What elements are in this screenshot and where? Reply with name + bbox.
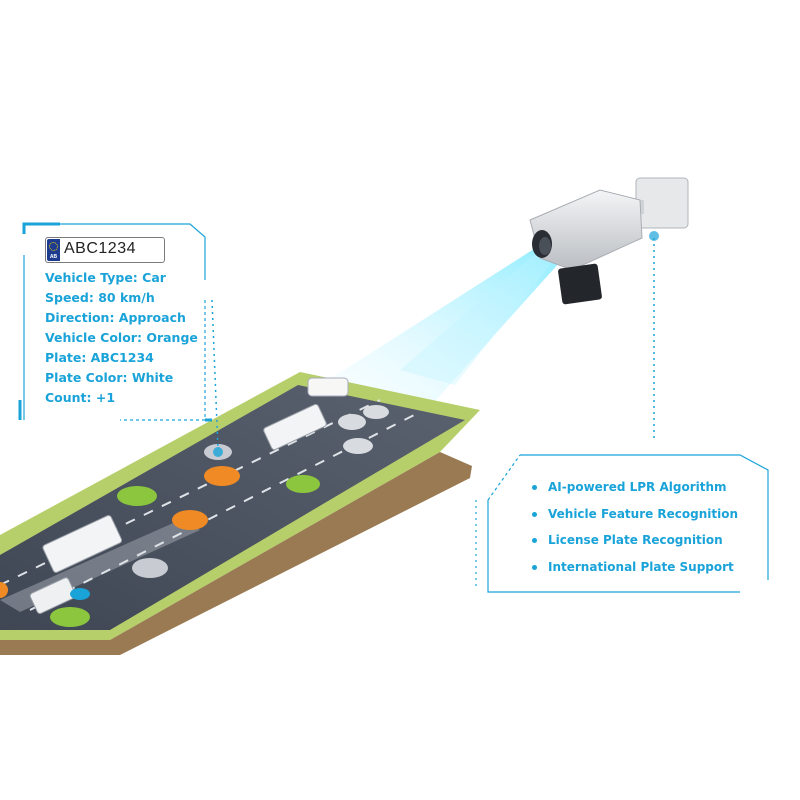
camera-light-beam-core <box>400 245 556 385</box>
feature-vehicle-recognition: Vehicle Feature Recognition <box>530 501 738 528</box>
feature-international-plates: International Plate Support <box>530 554 738 581</box>
vehicle-car <box>286 475 320 493</box>
direction-text: Direction: Approach <box>45 310 186 325</box>
plate-number: ABC1234 <box>64 240 136 257</box>
vehicle-car <box>0 582 8 598</box>
vehicle-car <box>132 558 168 578</box>
vehicle-truck <box>263 403 327 451</box>
vehicle-car <box>338 414 366 430</box>
vehicle-info-frame <box>18 222 212 422</box>
camera-icon <box>529 177 689 305</box>
vehicle-car <box>50 607 90 627</box>
eu-stars-icon <box>49 242 58 251</box>
eu-plate-icon: AB <box>47 239 60 261</box>
vehicle-truck <box>42 514 123 573</box>
vehicle-car <box>117 486 157 506</box>
license-plate: AB ABC1234 <box>45 237 165 263</box>
road-soil <box>0 452 472 655</box>
feature-ai-lpr: AI-powered LPR Algorithm <box>530 474 738 501</box>
count-text: Count: +1 <box>45 390 116 405</box>
feature-plate-recognition: License Plate Recognition <box>530 527 738 554</box>
vehicle-color-text: Vehicle Color: Orange <box>45 330 198 345</box>
plate-country-code: AB <box>49 254 58 260</box>
feature-list: AI-powered LPR Algorithm Vehicle Feature… <box>530 474 738 580</box>
plate-color-text: Plate Color: White <box>45 370 174 385</box>
feature-panel-frame <box>475 454 769 593</box>
info-connector-line <box>211 299 219 451</box>
vehicle-info-list: Vehicle Type: Car Speed: 80 km/h Directi… <box>45 268 198 408</box>
tracked-vehicle-marker <box>213 447 223 457</box>
vehicle-van <box>307 377 349 397</box>
vehicle-car <box>363 405 389 419</box>
vehicle-type-text: Vehicle Type: Car <box>45 270 166 285</box>
vehicle-car <box>70 588 90 600</box>
vehicle-car <box>172 510 208 530</box>
speed-text: Speed: 80 km/h <box>45 290 155 305</box>
vehicle-truck <box>29 577 77 614</box>
camera-connector-dot <box>649 231 659 241</box>
vehicle-car <box>204 466 240 486</box>
vehicle-car <box>343 438 373 454</box>
plate-text: Plate: ABC1234 <box>45 350 154 365</box>
highway-illustration <box>0 372 480 655</box>
